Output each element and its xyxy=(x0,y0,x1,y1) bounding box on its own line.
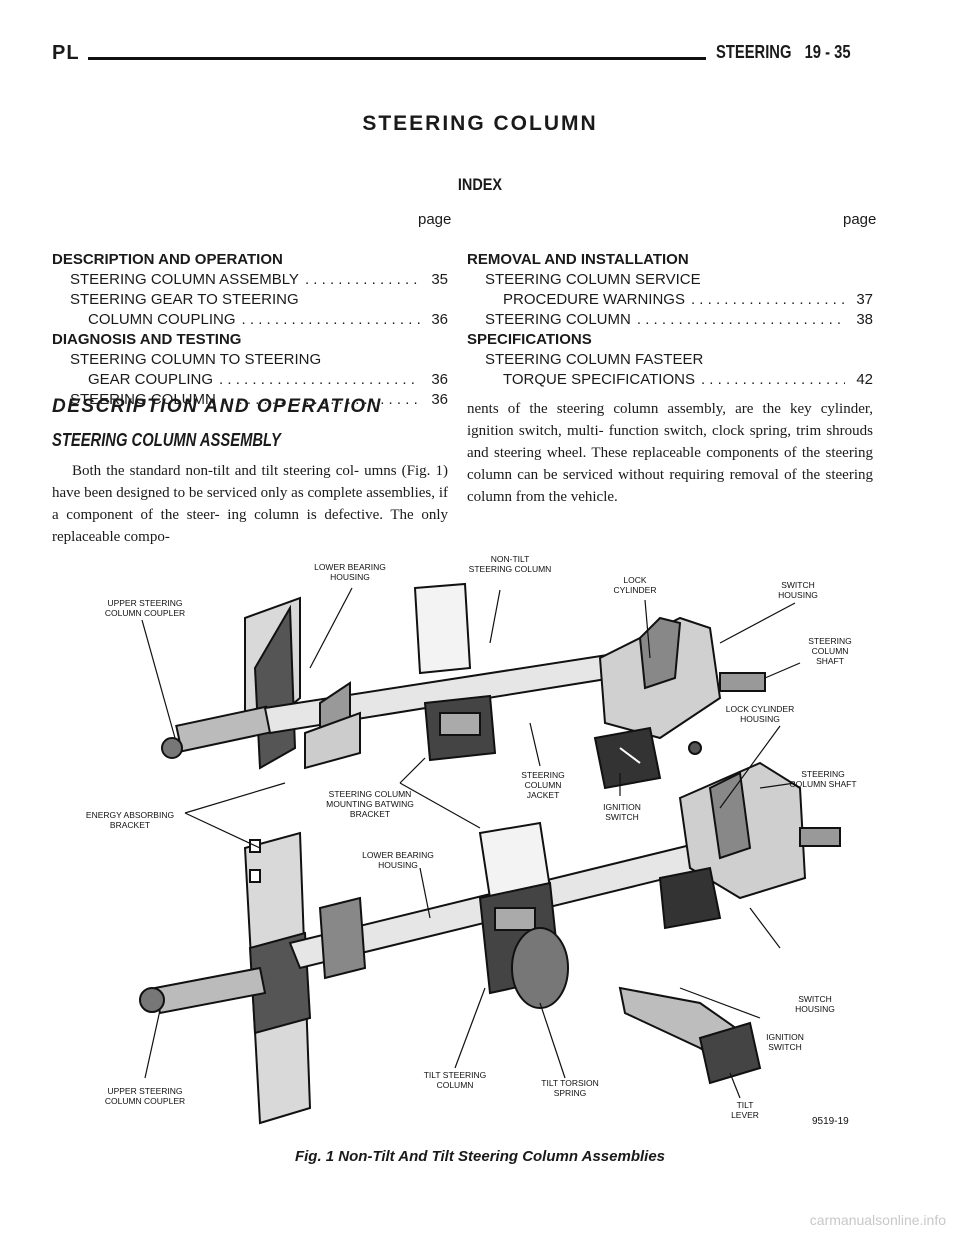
index-entry[interactable]: STEERING COLUMN ASSEMBLY35 xyxy=(52,270,448,290)
callout-column-jacket: STEERING xyxy=(521,770,564,780)
figure-caption: Fig. 1 Non-Tilt And Tilt Steering Column… xyxy=(294,1148,666,1165)
callout-lower-bearing-bottom: LOWER BEARING xyxy=(362,850,434,860)
callout-tilt-column: TILT STEERING xyxy=(424,1070,487,1080)
index-left-column: DESCRIPTION AND OPERATION STEERING COLUM… xyxy=(52,250,448,410)
index-entry-cont[interactable]: COLUMN COUPLING36 xyxy=(52,310,448,330)
svg-text:COLUMN SHAFT: COLUMN SHAFT xyxy=(789,779,856,789)
paragraph: nents of the steering column assembly, a… xyxy=(467,401,873,505)
index-title: INDEX xyxy=(457,175,503,194)
index-section: DIAGNOSIS AND TESTING xyxy=(52,331,242,348)
svg-text:HOUSING: HOUSING xyxy=(740,714,780,724)
svg-text:COLUMN: COLUMN xyxy=(437,1080,474,1090)
callout-upper-coupler: UPPER STEERING xyxy=(107,598,182,608)
callout-steering-column-shaft: STEERING xyxy=(801,769,844,779)
index-left-page-label: page xyxy=(418,211,452,228)
index-entry-cont[interactable]: PROCEDURE WARNINGS37 xyxy=(467,290,873,310)
index-right-page-label: page xyxy=(843,211,877,228)
watermark: carmanualsonline.info xyxy=(809,1212,946,1228)
callout-steering-shaft: STEERING xyxy=(808,636,851,646)
tilt-column-drawing xyxy=(139,761,841,1125)
callout-upper-coupler-bottom: UPPER STEERING xyxy=(107,1086,182,1096)
svg-text:HOUSING: HOUSING xyxy=(795,1004,835,1014)
svg-text:HOUSING: HOUSING xyxy=(378,860,418,870)
callout-ignition-switch-bottom: IGNITION xyxy=(766,1032,804,1042)
index-entry-cont[interactable]: TORQUE SPECIFICATIONS42 xyxy=(467,370,873,390)
callout-switch-housing: SWITCH xyxy=(781,580,815,590)
index-right-column: REMOVAL AND INSTALLATION STEERING COLUMN… xyxy=(467,250,873,390)
page-number: 19 - 35 xyxy=(804,42,851,62)
callouts: UPPER STEERING COLUMN COUPLER LOWER BEAR… xyxy=(86,554,857,1127)
paragraph: Both the standard non-tilt and tilt stee… xyxy=(52,463,448,545)
svg-text:SWITCH: SWITCH xyxy=(768,1042,802,1052)
svg-text:HOUSING: HOUSING xyxy=(778,590,818,600)
body-text-right: nents of the steering column assembly, a… xyxy=(467,398,873,508)
index-entry[interactable]: STEERING COLUMN FASTEER xyxy=(485,351,704,368)
callout-batwing-bracket: STEERING COLUMN xyxy=(329,789,412,799)
callout-lock-cylinder-housing: LOCK CYLINDER xyxy=(726,704,795,714)
running-header: STEERING 19 - 35 xyxy=(716,42,851,63)
callout-energy-bracket: ENERGY ABSORBING xyxy=(86,810,174,820)
header-rule xyxy=(88,57,706,60)
callout-switch-housing-bottom: SWITCH xyxy=(798,994,832,1004)
index-entry-cont[interactable]: GEAR COUPLING36 xyxy=(52,370,448,390)
svg-text:STEERING COLUMN: STEERING COLUMN xyxy=(469,564,552,574)
svg-text:SWITCH: SWITCH xyxy=(605,812,639,822)
callout-ignition-switch: IGNITION xyxy=(603,802,641,812)
index-entry[interactable]: STEERING COLUMN36 xyxy=(52,390,448,410)
leader-lines xyxy=(141,587,801,1099)
body-text-left: Both the standard non-tilt and tilt stee… xyxy=(52,460,448,548)
svg-text:COLUMN: COLUMN xyxy=(812,646,849,656)
index-section: REMOVAL AND INSTALLATION xyxy=(467,251,689,268)
callout-non-tilt: NON-TILT xyxy=(491,554,530,564)
non-tilt-column-drawing xyxy=(161,582,766,790)
section-name: STEERING xyxy=(716,42,792,62)
section-heading: DESCRIPTION AND OPERATION xyxy=(52,396,382,417)
subsection-heading: STEERING COLUMN ASSEMBLY xyxy=(52,430,281,450)
page-title: STEERING COLUMN xyxy=(362,112,598,135)
steering-column-figure: UPPER STEERING COLUMN COUPLER LOWER BEAR… xyxy=(86,554,857,1127)
index-entry[interactable]: STEERING GEAR TO STEERING xyxy=(70,291,299,308)
index-entry[interactable]: STEERING COLUMN38 xyxy=(467,310,873,330)
index-section: DESCRIPTION AND OPERATION xyxy=(52,251,283,268)
svg-text:BRACKET: BRACKET xyxy=(110,820,150,830)
svg-text:COLUMN COUPLER: COLUMN COUPLER xyxy=(105,1096,185,1106)
svg-text:CYLINDER: CYLINDER xyxy=(614,585,657,595)
figure-id: 9519-19 xyxy=(812,1116,849,1127)
callout-lower-bearing: LOWER BEARING xyxy=(314,562,386,572)
index-entry[interactable]: STEERING COLUMN TO STEERING xyxy=(70,351,322,368)
svg-text:HOUSING: HOUSING xyxy=(330,572,370,582)
svg-text:COLUMN: COLUMN xyxy=(525,780,562,790)
manual-code: PL xyxy=(52,42,80,64)
index-section: SPECIFICATIONS xyxy=(467,331,592,348)
callout-lock-cylinder: LOCK xyxy=(623,575,646,585)
callout-tilt-lever: TILT xyxy=(737,1100,754,1110)
index-entry[interactable]: STEERING COLUMN SERVICE xyxy=(485,271,701,288)
svg-text:MOUNTING BATWING: MOUNTING BATWING xyxy=(326,799,414,809)
svg-text:LEVER: LEVER xyxy=(731,1110,759,1120)
svg-text:SPRING: SPRING xyxy=(554,1088,587,1098)
svg-text:SHAFT: SHAFT xyxy=(816,656,844,666)
svg-text:COLUMN COUPLER: COLUMN COUPLER xyxy=(105,608,185,618)
callout-tilt-torsion-spring: TILT TORSION xyxy=(541,1078,598,1088)
svg-text:BRACKET: BRACKET xyxy=(350,809,390,819)
svg-text:JACKET: JACKET xyxy=(527,790,560,800)
